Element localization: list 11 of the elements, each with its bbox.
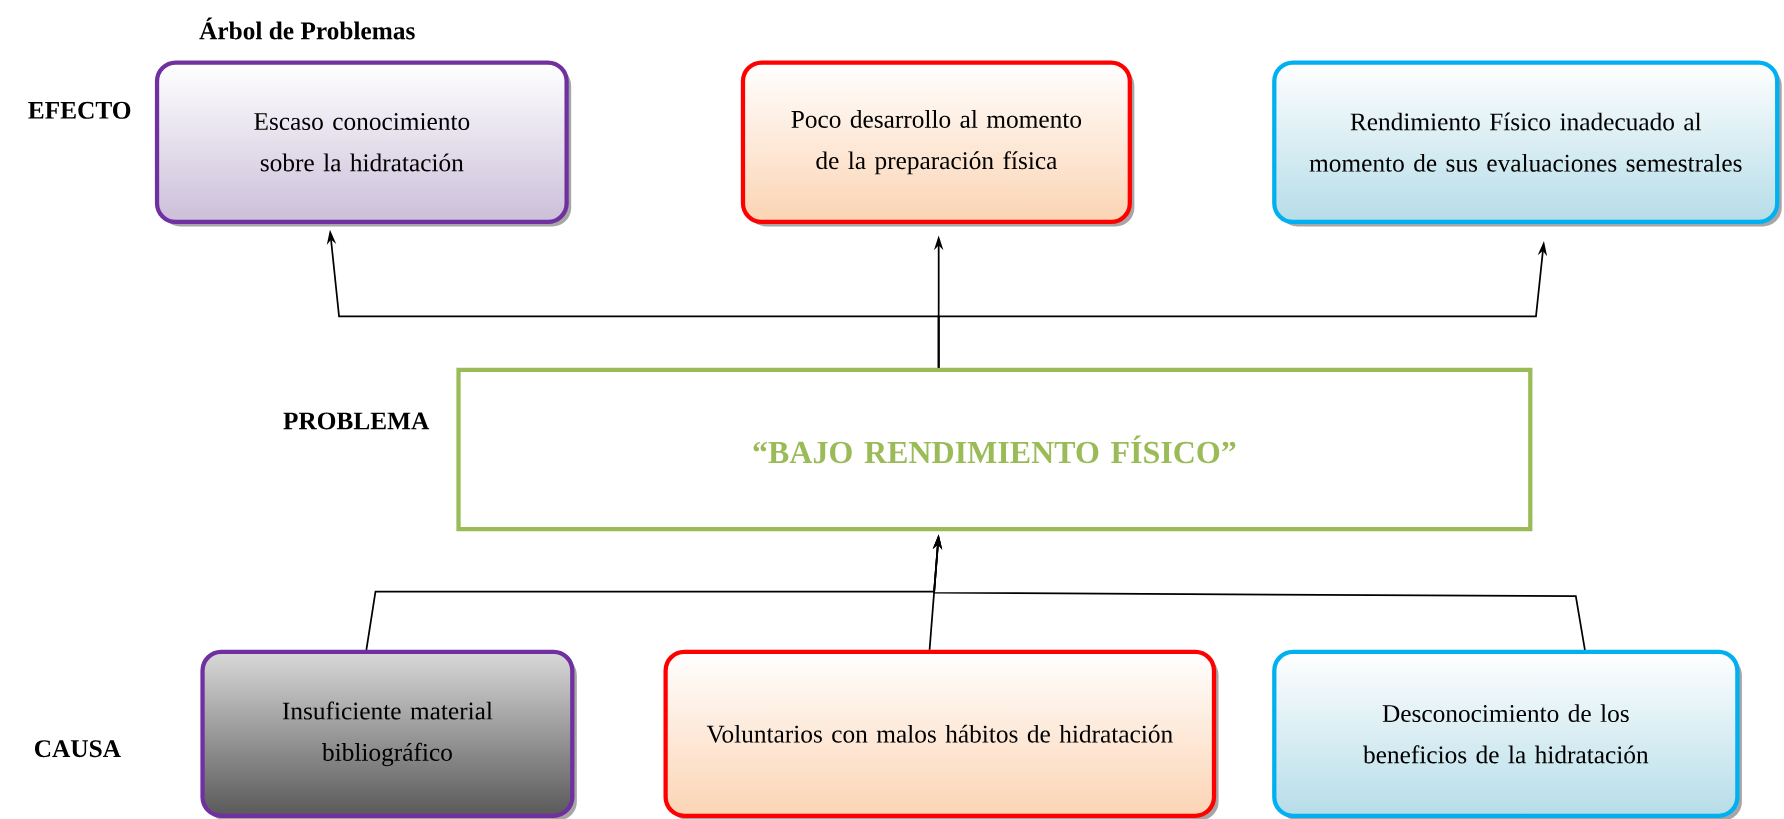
cause-box: Voluntarios con malos hábitos de hidratación bbox=[663, 649, 1219, 819]
effect-box: Escaso conocimiento sobre la hidratación bbox=[154, 60, 572, 227]
problem-box: “BAJO RENDIMIENTO FÍSICO” bbox=[456, 367, 1533, 532]
cause-box: Desconocimiento de los beneficios de la hidratación bbox=[1272, 649, 1742, 819]
row-label: PROBLEMA bbox=[283, 412, 430, 430]
effect-box: Poco desarrollo al momento de la preparación física bbox=[740, 60, 1135, 227]
effect-box: Rendimiento Físico inadecuado al momento de sus evaluaciones semestrales bbox=[1272, 60, 1782, 227]
row-label: EFECTO bbox=[28, 101, 131, 119]
row-label: CAUSA bbox=[35, 740, 121, 758]
cause-box: Insuficiente material bibliográfico bbox=[200, 649, 577, 819]
title: Árbol de Problemas bbox=[199, 17, 415, 40]
